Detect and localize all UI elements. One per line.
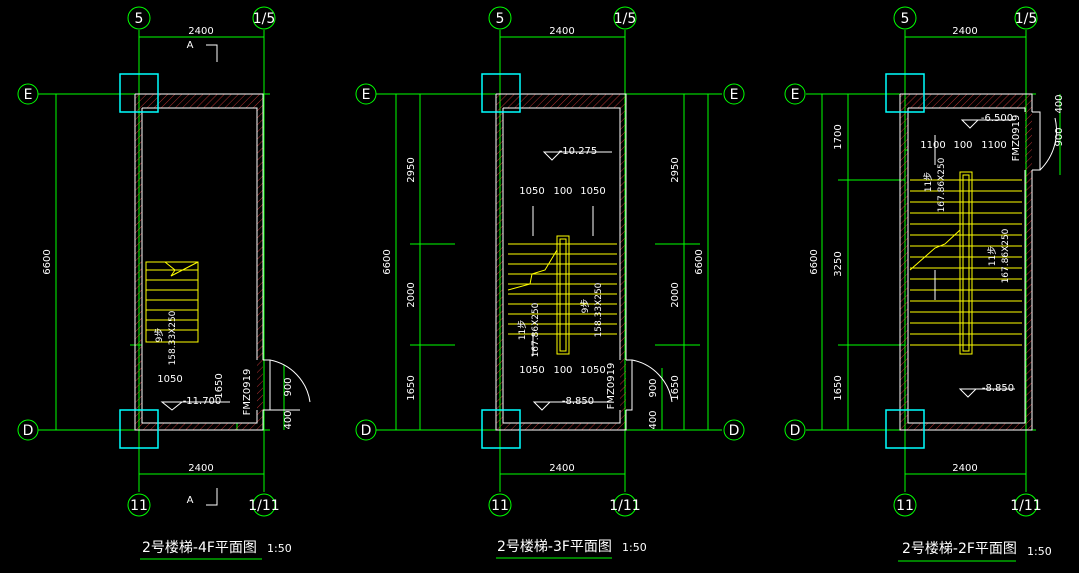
run-top-right: 1100 [981, 140, 1006, 151]
axis-label-1-11: 1/11 [248, 498, 279, 514]
plan-scale-2f: 1:50 [1027, 545, 1052, 558]
dim-door-width: 900 [283, 377, 294, 396]
plan-2f [806, 30, 1061, 492]
door-offset: 400 [1054, 94, 1065, 113]
stair-steps-1: 11步 [517, 320, 528, 340]
run-top-left: 1050 [519, 186, 544, 197]
axis-label-1-11: 1/11 [1010, 498, 1041, 514]
dim-top-width: 2400 [549, 26, 574, 37]
dim-door-offset: 400 [283, 410, 294, 429]
dim-top-width: 2400 [952, 26, 977, 37]
dim-bottom-width: 2400 [188, 463, 213, 474]
dim-run-width: 1050 [157, 374, 182, 385]
dim-left-overall: 6600 [382, 249, 393, 274]
dim-top-width: 2400 [188, 26, 213, 37]
run-bottom-left: 1050 [519, 365, 544, 376]
dim-bottom-width: 2400 [549, 463, 574, 474]
run-bottom-right: 1050 [580, 365, 605, 376]
dim-bottom-width: 2400 [952, 463, 977, 474]
door-label: FMZ0919 [242, 369, 253, 416]
axis-label-1-5: 1/5 [253, 11, 276, 27]
axis-label-5: 5 [135, 11, 144, 27]
dim-left-bottom: 1650 [833, 375, 844, 400]
stair-flights [507, 235, 617, 355]
axis-label-1-5: 1/5 [1015, 11, 1038, 27]
dim-right-mid: 2000 [670, 282, 681, 307]
door-width: 900 [648, 378, 659, 397]
axis-label-d: D [23, 423, 34, 439]
dim-lower-segment: 1650 [214, 373, 225, 398]
stair-size-1: 167.86X250 [531, 302, 541, 357]
axis-bubbles-plan-2 [355, 6, 745, 517]
plan-title-4f: 2号楼梯-4F平面图 [142, 540, 257, 556]
stair-size-2: 158.33X250 [594, 282, 604, 337]
stair-steps-2: 9步 [580, 299, 591, 314]
dim-left-bottom: 1650 [406, 375, 417, 400]
run-top-left: 1100 [920, 140, 945, 151]
elevation-label: -11.700 [183, 396, 222, 407]
section-mark-top: A [187, 40, 194, 51]
axis-label-1-5: 1/5 [614, 11, 637, 27]
axis-label-11: 11 [130, 498, 148, 514]
plan-scale-3f: 1:50 [622, 541, 647, 554]
stair-size-1: 167.86X250 [937, 157, 947, 212]
stair-steps-2: 11步 [987, 246, 998, 266]
axis-bubbles-plan-1 [17, 6, 276, 517]
elevation-top: -10.275 [559, 146, 598, 157]
axis-label-d: D [361, 423, 372, 439]
stair-steps: 9步 [154, 328, 165, 343]
axis-label-d: D [790, 423, 801, 439]
plan-3f [376, 30, 722, 492]
dim-right-top: 2950 [670, 157, 681, 182]
elevation-bottom: -8.850 [562, 396, 594, 407]
axis-label-1-11: 1/11 [609, 498, 640, 514]
plan-scale-4f: 1:50 [267, 542, 292, 555]
axis-label-e-right: E [730, 87, 739, 103]
stair-size-2: 167.86X250 [1001, 228, 1011, 283]
elevation-top: -6.500 [981, 113, 1013, 124]
dim-right-overall: 6600 [694, 249, 705, 274]
dim-right-bottom: 1650 [670, 375, 681, 400]
run-top-mid: 100 [953, 140, 972, 151]
stair-flight [145, 261, 199, 343]
plan-title-2f: 2号楼梯-2F平面图 [902, 541, 1017, 557]
stair-flights [909, 171, 1022, 355]
stair-steps-1: 11步 [923, 172, 934, 192]
axis-label-d-right: D [729, 423, 740, 439]
door-offset: 400 [648, 410, 659, 429]
axis-label-e: E [24, 87, 33, 103]
axis-label-5: 5 [901, 11, 910, 27]
run-top-mid: 100 [553, 186, 572, 197]
axis-label-11: 11 [896, 498, 914, 514]
stair-size: 158.33X250 [168, 310, 178, 365]
elevation-bottom: -8.850 [982, 383, 1014, 394]
axis-label-e: E [362, 87, 371, 103]
axis-label-11: 11 [491, 498, 509, 514]
dim-left-top: 2950 [406, 157, 417, 182]
plan-4f [38, 30, 311, 506]
run-top-right: 1050 [580, 186, 605, 197]
dim-left-overall: 6600 [809, 249, 820, 274]
axis-label-5: 5 [496, 11, 505, 27]
dim-overall-height: 6600 [42, 249, 53, 274]
plan-title-3f: 2号楼梯-3F平面图 [497, 539, 612, 555]
door-width: 900 [1054, 127, 1065, 146]
section-mark-bottom: A [187, 495, 194, 506]
dim-left-mid: 2000 [406, 282, 417, 307]
dim-left-top: 1700 [833, 124, 844, 149]
door-label: FMZ0919 [606, 363, 617, 410]
door-label: FMZ0919 [1011, 115, 1022, 162]
dim-left-mid: 3250 [833, 251, 844, 276]
axis-bubbles-plan-3 [784, 6, 1038, 517]
axis-label-e: E [791, 87, 800, 103]
run-bottom-mid: 100 [553, 365, 572, 376]
